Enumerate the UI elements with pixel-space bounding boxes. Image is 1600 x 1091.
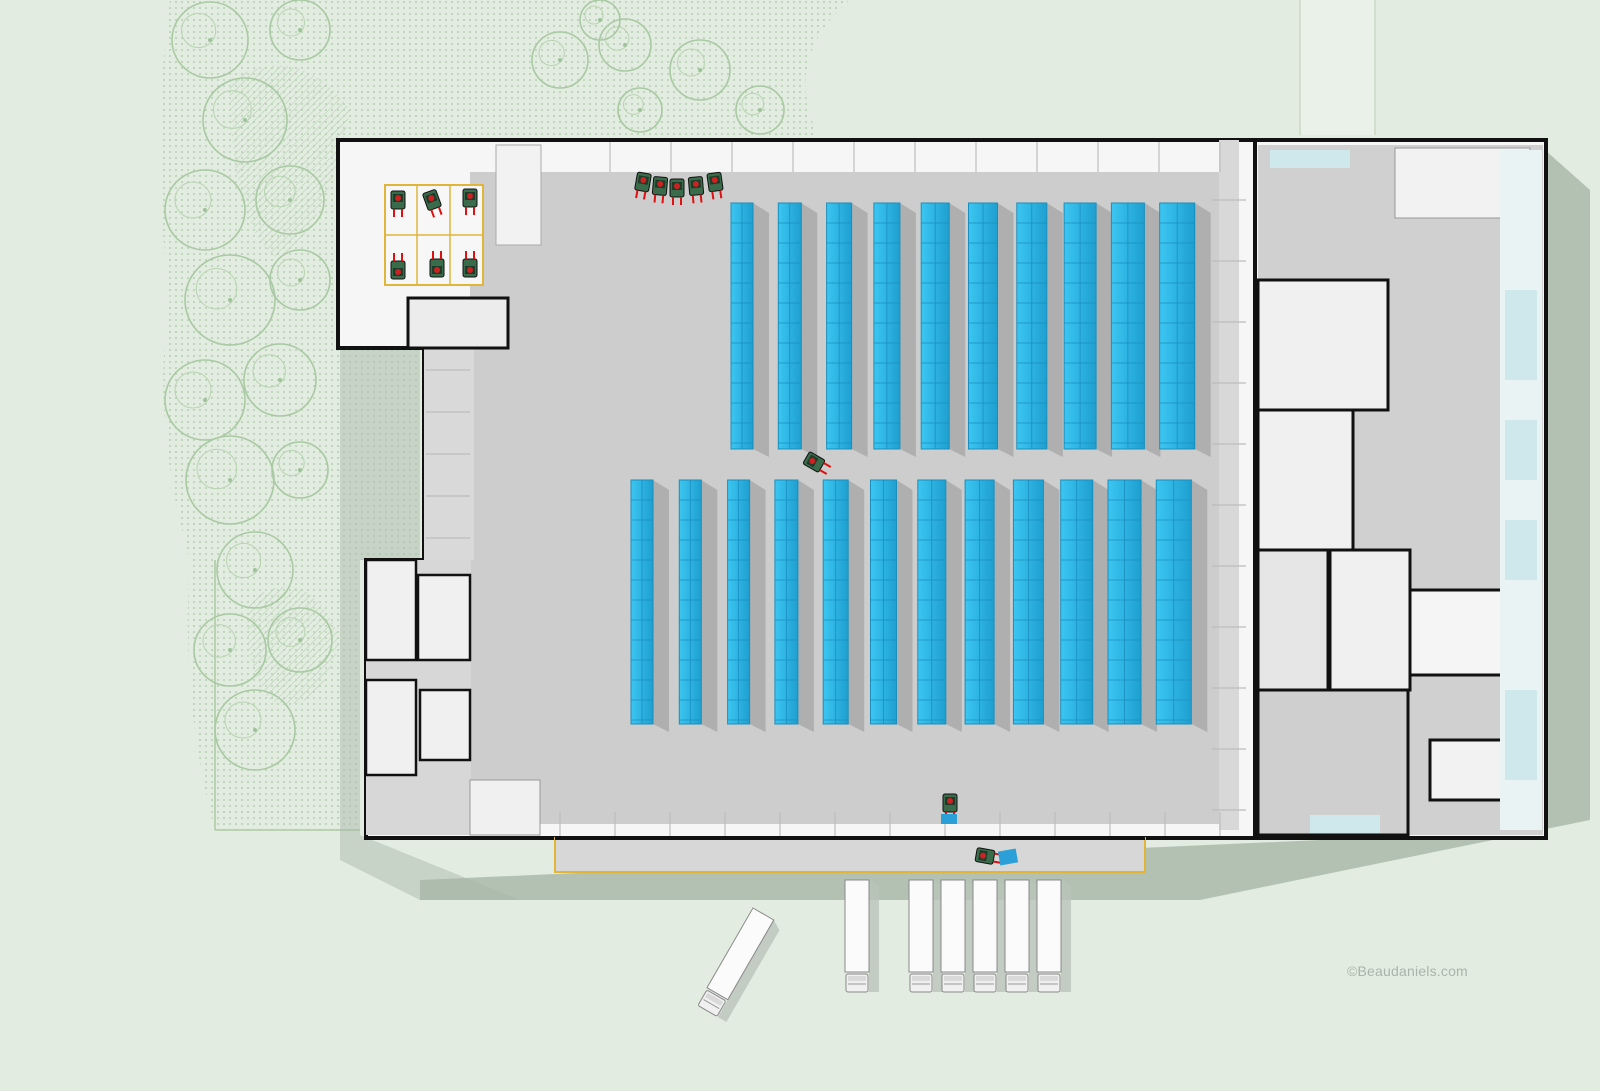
tree-icon [735,85,785,135]
tree-icon [269,0,331,61]
forklift-icon [390,253,406,280]
truck-icon [1036,879,1071,993]
tree-icon [243,343,317,417]
rack-unit [870,479,913,732]
rack-unit [730,202,769,457]
forklift-icon [942,793,958,820]
forklift-icon [687,176,705,204]
rack-unit [968,202,1014,457]
tree-icon [269,249,331,311]
rack-unit [1060,479,1109,732]
wall-segments [426,142,1246,836]
tree-icon [171,1,249,79]
landscape-area [160,0,1376,831]
rack-unit [822,479,865,732]
trucks [698,879,1071,1022]
rack-unit [630,479,669,732]
truck-icon [1004,879,1039,993]
tree-icon [214,689,296,771]
forklift-icon [429,251,445,278]
rack-unit [917,479,962,732]
rack-unit [727,479,766,732]
forklift-icon [390,190,406,217]
tree-icon [617,87,663,133]
forklift-icon [634,171,652,200]
truck-icon [908,879,943,993]
forklift-icon [706,171,724,200]
rack-unit [1110,202,1161,457]
truck-icon [844,879,879,993]
rack-unit [678,479,718,732]
forklift-icon [422,189,443,218]
rack-unit [826,202,868,457]
rack-unit [774,479,814,732]
tree-icon [184,254,276,346]
rack-unit [964,479,1011,732]
rack-unit [920,202,966,457]
tree-icon [669,39,731,101]
forklift-icon [462,188,478,215]
truck-icon [940,879,975,993]
rack-unit [1063,202,1113,457]
rack-unit [1107,479,1157,732]
forklift-icon [802,451,832,475]
tree-icon [579,0,621,41]
rack-unit [873,202,916,457]
truck-icon [972,879,1007,993]
forklift-icon [669,178,685,205]
rack-unit [777,202,818,457]
forklifts [390,171,1019,866]
rack-unit [1159,202,1211,457]
rack-unit [1155,479,1208,732]
credit-watermark: ©Beaudaniels.com [1347,963,1468,979]
tree-icon [202,77,288,163]
tree-icon [267,607,333,673]
forklift-icon [462,251,478,278]
tree-icon [164,169,246,251]
tree-icon [531,31,589,89]
rack-area [630,202,1211,732]
tree-icon [271,441,329,499]
forklift-icon [651,176,669,204]
forklift-icon [974,847,1003,865]
rack-unit [1012,479,1060,732]
tree-icon [216,531,294,609]
tree-icon [193,613,267,687]
tree-icon [164,359,246,441]
tree-icon [255,165,325,235]
rack-unit [1016,202,1063,457]
truck-icon [698,907,780,1022]
